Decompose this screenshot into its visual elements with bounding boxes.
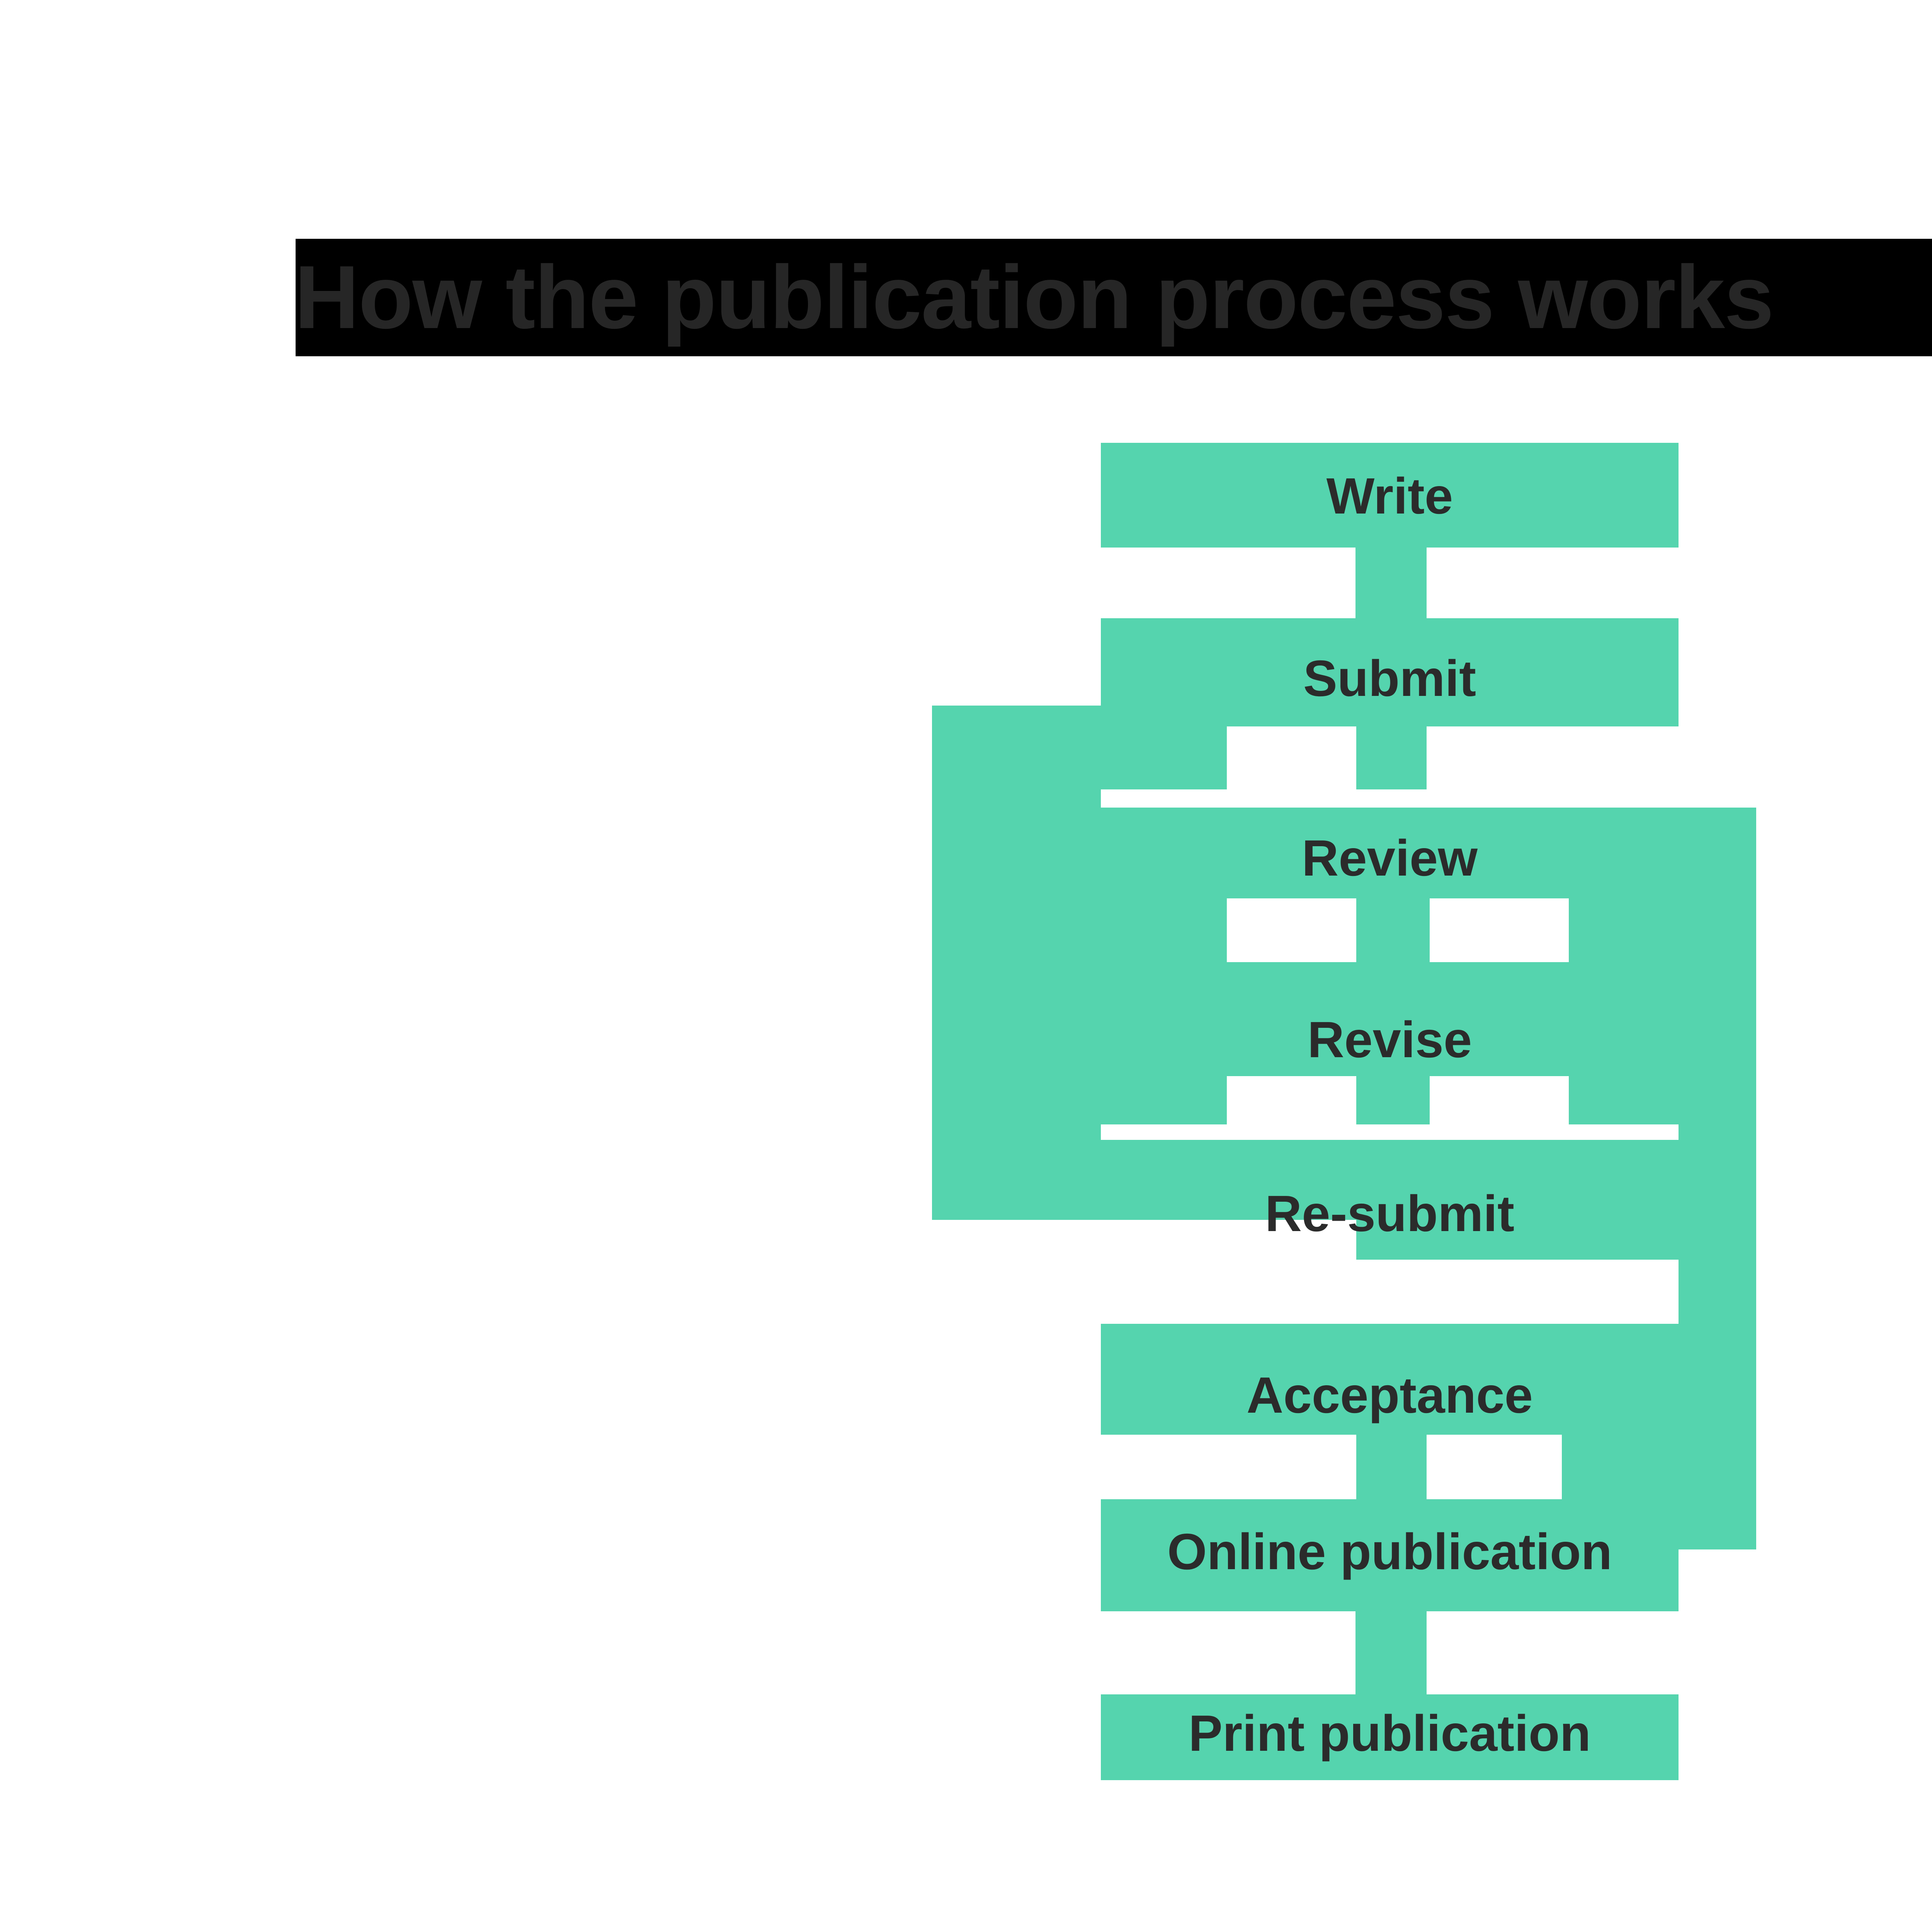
connector-write-submit <box>1355 548 1427 618</box>
notch-resubmit-right <box>1427 1260 1562 1324</box>
node-write-box[interactable] <box>1101 443 1679 548</box>
notch-revise-right <box>1430 1076 1569 1148</box>
node-print-publication-label: Print publication <box>1188 1705 1591 1762</box>
node-print-publication-box[interactable] <box>1101 1694 1679 1780</box>
node-review-box[interactable] <box>1101 808 1756 970</box>
node-online-publication-box[interactable] <box>1101 1499 1679 1611</box>
notch-submit-left <box>1227 726 1356 808</box>
node-resubmit-label: Re-submit <box>1265 1185 1515 1242</box>
loop-left-bar <box>932 706 1101 1220</box>
node-revise-label: Revise <box>1307 1011 1472 1068</box>
notch-resubmit-left <box>1101 1220 1356 1324</box>
title-background-bar <box>296 239 1932 356</box>
node-review-label: Review <box>1302 830 1478 886</box>
notch-review-right <box>1430 898 1569 970</box>
notch-review-left <box>1227 898 1356 970</box>
notch-revise-left <box>1227 1076 1356 1148</box>
node-acceptance-label: Acceptance <box>1246 1367 1533 1423</box>
notch-submit-right <box>1427 726 1679 808</box>
page-title: How the publication process works <box>294 247 1774 347</box>
connector-online-print <box>1355 1611 1427 1700</box>
node-submit-label: Submit <box>1303 650 1476 707</box>
node-revise-box[interactable] <box>1101 962 1756 1124</box>
node-online-publication-label: Online publication <box>1167 1523 1612 1580</box>
node-write-label: Write <box>1326 468 1453 524</box>
